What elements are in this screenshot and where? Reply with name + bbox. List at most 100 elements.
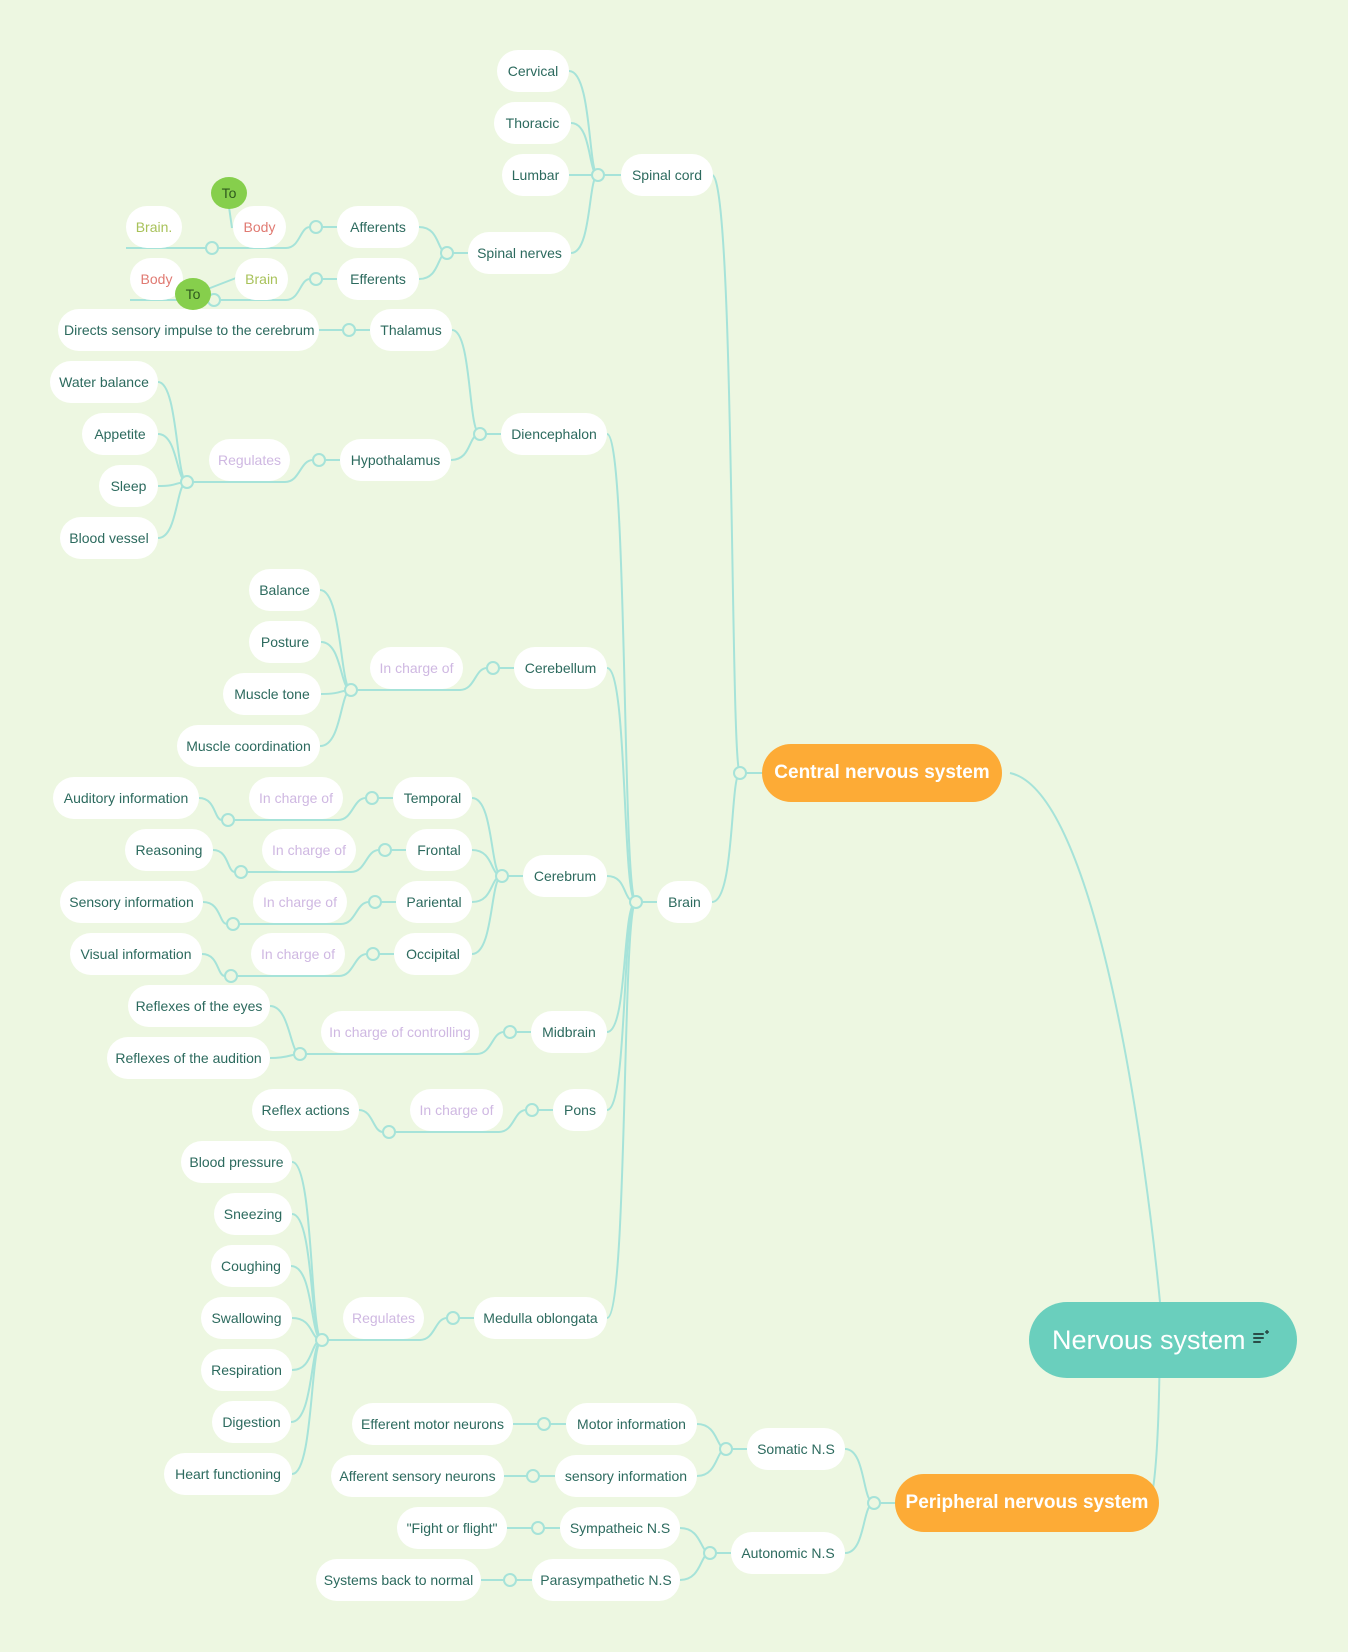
connector (291, 1339, 323, 1475)
connector (389, 1109, 527, 1133)
node-afferent-sensory-neurons[interactable]: Afferent sensory neurons (331, 1455, 504, 1497)
connector (291, 1213, 323, 1341)
node-reasoning[interactable]: Reasoning (125, 829, 213, 871)
relation-bubble-afferents[interactable]: To (211, 177, 247, 209)
node-heart-functioning[interactable]: Heart functioning (164, 1453, 292, 1495)
node-somatic-ns[interactable]: Somatic N.S (747, 1428, 845, 1470)
node-reflexes-eyes[interactable]: Reflexes of the eyes (128, 985, 270, 1027)
node-blood-vessel[interactable]: Blood vessel (60, 517, 158, 559)
node-sleep[interactable]: Sleep (99, 465, 158, 507)
node-spinal-nerves[interactable]: Spinal nerves (468, 232, 571, 274)
node-brain-target[interactable]: Brain (235, 258, 288, 300)
connector (231, 953, 368, 977)
node-motor-information[interactable]: Motor information (566, 1403, 697, 1445)
node-digestion[interactable]: Digestion (212, 1401, 291, 1443)
node-muscle-coordination[interactable]: Muscle coordination (177, 725, 320, 767)
connector (451, 329, 481, 435)
branch-junction (366, 947, 380, 961)
node-visual-information[interactable]: Visual information (70, 933, 202, 975)
node-midbrain-relation[interactable]: In charge of controlling (321, 1011, 479, 1053)
node-swallowing[interactable]: Swallowing (201, 1297, 292, 1339)
node-efferents[interactable]: Efferents (337, 258, 419, 300)
node-sensory-info-pns[interactable]: sensory information (555, 1455, 697, 1497)
node-blood-pressure[interactable]: Blood pressure (181, 1141, 292, 1183)
branch-junction (503, 1573, 517, 1587)
branch-junction (525, 1103, 539, 1117)
branch-junction (503, 1025, 517, 1039)
connector (711, 772, 741, 903)
node-parasympathetic-ns[interactable]: Parasympathetic N.S (532, 1559, 680, 1601)
node-muscle-tone[interactable]: Muscle tone (223, 673, 321, 715)
relation-bubble-efferents[interactable]: To (175, 278, 211, 310)
node-frontal-relation[interactable]: In charge of (262, 829, 356, 871)
node-body-source[interactable]: Body (130, 258, 183, 300)
node-pariental[interactable]: Pariental (396, 881, 472, 923)
node-thoracic[interactable]: Thoracic (494, 102, 571, 144)
node-sensory-information[interactable]: Sensory information (60, 881, 203, 923)
branch-junction (526, 1469, 540, 1483)
node-systems-back-to-normal[interactable]: Systems back to normal (316, 1559, 481, 1601)
node-reflexes-audition[interactable]: Reflexes of the audition (107, 1037, 270, 1079)
node-coughing[interactable]: Coughing (211, 1245, 291, 1287)
node-medulla-relation[interactable]: Regulates (343, 1297, 424, 1339)
node-appetite[interactable]: Appetite (82, 413, 158, 455)
node-diencephalon[interactable]: Diencephalon (501, 413, 607, 455)
node-lumbar[interactable]: Lumbar (502, 154, 569, 196)
node-medulla-oblongata[interactable]: Medulla oblongata (474, 1297, 607, 1339)
connector (322, 1317, 448, 1341)
node-sneezing[interactable]: Sneezing (214, 1193, 292, 1235)
connector (844, 1448, 875, 1504)
branch-junction (309, 220, 323, 234)
branch-junction (591, 168, 605, 182)
node-central-nervous-system[interactable]: Central nervous system (762, 744, 1002, 802)
branch-junction (703, 1546, 717, 1560)
connector (241, 849, 380, 873)
bubble-tail (204, 277, 237, 291)
node-occipital[interactable]: Occipital (394, 933, 472, 975)
node-water-balance[interactable]: Water balance (50, 361, 158, 403)
node-balance[interactable]: Balance (249, 569, 320, 611)
node-pariental-relation[interactable]: In charge of (253, 881, 347, 923)
node-fight-or-flight[interactable]: "Fight or flight" (397, 1507, 507, 1549)
connector (606, 901, 637, 1319)
node-hypothalamus-relation[interactable]: Regulates (209, 439, 290, 481)
node-pons-relation[interactable]: In charge of (410, 1089, 503, 1131)
node-temporal[interactable]: Temporal (393, 777, 472, 819)
node-cervical[interactable]: Cervical (497, 50, 569, 92)
node-pons[interactable]: Pons (553, 1089, 607, 1131)
note-icon[interactable] (1253, 1330, 1269, 1347)
node-afferents[interactable]: Afferents (337, 206, 419, 248)
connector (126, 226, 311, 249)
node-brain-source[interactable]: Brain. (126, 206, 182, 248)
node-midbrain[interactable]: Midbrain (531, 1011, 607, 1053)
node-cerebellum[interactable]: Cerebellum (514, 647, 607, 689)
node-auditory-information[interactable]: Auditory information (53, 777, 199, 819)
node-thalamus-function[interactable]: Directs sensory impulse to the cerebrum (58, 309, 319, 351)
branch-junction (495, 869, 509, 883)
node-respiration[interactable]: Respiration (201, 1349, 292, 1391)
node-spinal-cord[interactable]: Spinal cord (621, 154, 713, 196)
node-efferent-motor-neurons[interactable]: Efferent motor neurons (352, 1403, 513, 1445)
node-thalamus[interactable]: Thalamus (370, 309, 452, 351)
connector (570, 174, 599, 254)
node-posture[interactable]: Posture (249, 621, 321, 663)
node-brain[interactable]: Brain (657, 881, 712, 923)
branch-junction (719, 1442, 733, 1456)
connector (351, 667, 488, 691)
root-node-nervous-system[interactable]: Nervous system (1029, 1302, 1297, 1378)
connector (606, 901, 637, 1111)
connector (269, 1005, 301, 1055)
node-occipital-relation[interactable]: In charge of (251, 933, 345, 975)
node-temporal-relation[interactable]: In charge of (249, 777, 343, 819)
node-cerebellum-relation[interactable]: In charge of (370, 647, 463, 689)
node-autonomic-ns[interactable]: Autonomic N.S (731, 1532, 845, 1574)
node-cerebrum[interactable]: Cerebrum (523, 855, 607, 897)
branch-junction (446, 1311, 460, 1325)
node-body-target[interactable]: Body (233, 206, 286, 248)
node-frontal[interactable]: Frontal (406, 829, 472, 871)
node-reflex-actions[interactable]: Reflex actions (252, 1089, 359, 1131)
node-peripheral-nervous-system[interactable]: Peripheral nervous system (895, 1474, 1159, 1532)
connector-root-cns (1009, 772, 1161, 1303)
node-sympathetic-ns[interactable]: Sympatheic N.S (560, 1507, 680, 1549)
node-hypothalamus[interactable]: Hypothalamus (340, 439, 451, 481)
